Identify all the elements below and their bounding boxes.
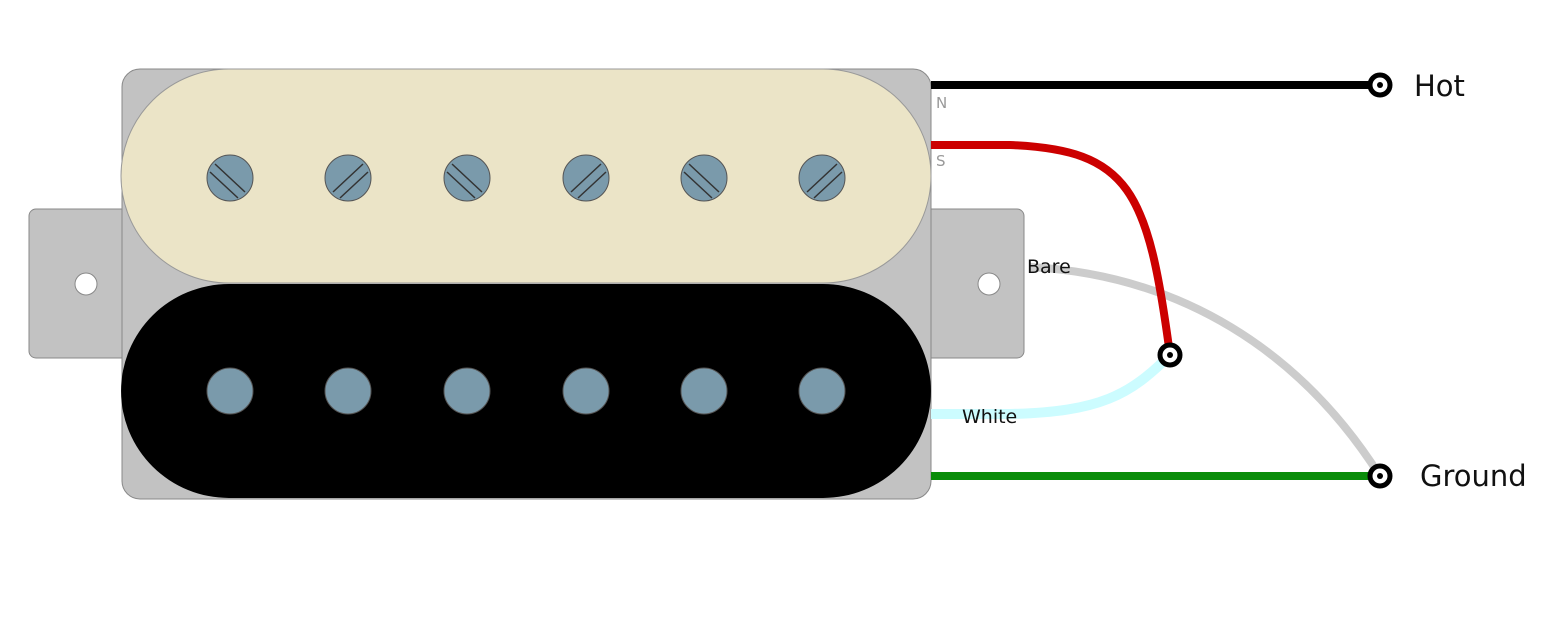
- splice-terminal: [1157, 342, 1183, 368]
- pole-slug: [680, 367, 728, 415]
- pole-slug: [324, 367, 372, 415]
- pole-screw: [798, 154, 846, 202]
- bottom-coil-slugs: [206, 367, 846, 415]
- hot-terminal: [1367, 72, 1393, 98]
- pole-screw: [562, 154, 610, 202]
- pole-screw: [443, 154, 491, 202]
- pole-slug: [562, 367, 610, 415]
- bare-wire-label: Bare: [1027, 256, 1071, 278]
- white-wire-label: White: [962, 406, 1017, 428]
- pole-screw: [324, 154, 372, 202]
- pole-screw: [206, 154, 254, 202]
- top-coil: [120, 68, 932, 284]
- pole-slug: [443, 367, 491, 415]
- hot-terminal-label: Hot: [1414, 69, 1465, 103]
- left-mounting-hole: [74, 272, 98, 296]
- pole-screw: [680, 154, 728, 202]
- south-coil-label: S: [936, 152, 946, 170]
- pole-slug: [206, 367, 254, 415]
- bottom-coil: [121, 284, 931, 498]
- top-coil-screws: [206, 154, 846, 202]
- right-mounting-hole: [977, 272, 1001, 296]
- pole-slug: [798, 367, 846, 415]
- ground-terminal-label: Ground: [1420, 459, 1527, 493]
- white-wire: [931, 351, 1174, 419]
- red-wire: [931, 141, 1174, 356]
- bare-wire: [1029, 263, 1384, 479]
- north-coil-label: N: [936, 94, 947, 112]
- ground-terminal: [1367, 463, 1393, 489]
